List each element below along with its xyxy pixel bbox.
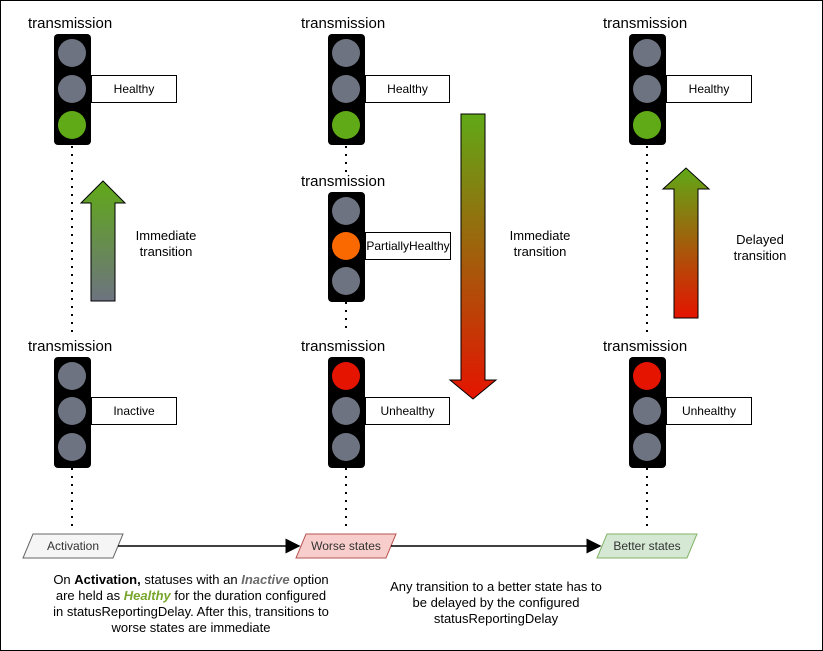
note-activation-line3: in statusReportingDelay. After this, tra… <box>53 604 329 619</box>
light-bottom <box>633 111 661 139</box>
status-text-col2-healthy: Healthy <box>387 82 428 96</box>
note-emph-healthy: Healthy <box>123 588 171 603</box>
status-box-col2-partially-healthy <box>365 232 451 260</box>
note-text: are held as <box>55 588 124 603</box>
note-emph-activation: Activation, <box>74 572 141 587</box>
flow-activation <box>22 533 124 559</box>
status-box-col2-healthy <box>365 75 450 103</box>
note-activation-line1: On Activation, statuses with an Inactive… <box>26 572 356 588</box>
traffic-light-col1-inactive <box>54 357 91 468</box>
light-bottom <box>58 111 86 139</box>
light-top <box>332 39 360 67</box>
arrow-label-col3: Delayed transition <box>720 232 800 264</box>
title-col3-unhealthy: transmission <box>603 338 688 355</box>
status-box-col1-healthy <box>91 75 177 103</box>
light-middle <box>332 75 360 103</box>
arrow-label-col2-line2: transition <box>513 244 567 259</box>
note-text: for the duration configured <box>170 588 327 603</box>
light-top <box>58 362 86 390</box>
note-text: option <box>289 572 329 587</box>
light-top <box>332 197 360 225</box>
note-better-line2: be delayed by the configured <box>412 595 580 610</box>
note-text: On <box>53 572 75 587</box>
arrow-label-col1-line1: Immediate <box>135 228 197 243</box>
note-better-line3: statusReportingDelay <box>433 611 559 626</box>
traffic-light-col2-healthy <box>328 34 365 145</box>
status-boxes <box>91 75 752 425</box>
light-bottom <box>332 267 360 295</box>
flow-label-better: Better states <box>613 539 681 553</box>
title-col2-healthy: transmission <box>301 15 386 32</box>
arrow-label-col1: Immediate transition <box>126 228 206 260</box>
title-col1-healthy: transmission <box>28 15 113 32</box>
arrow-label-col2-line1: Immediate <box>509 228 571 243</box>
note-activation-line4: worse states are immediate <box>111 620 271 635</box>
light-middle <box>633 75 661 103</box>
arrow-label-col3-line1: Delayed <box>736 232 784 247</box>
light-middle <box>332 232 360 260</box>
light-top <box>58 39 86 67</box>
title-col3-healthy: transmission <box>603 15 688 32</box>
traffic-light-col1-healthy <box>54 34 91 145</box>
status-text-col3-unhealthy: Unhealthy <box>681 404 737 418</box>
light-top <box>633 362 661 390</box>
arrow-label-col2: Immediate transition <box>500 228 580 260</box>
status-box-col1-inactive <box>91 397 177 425</box>
traffic-light-col2-unhealthy <box>328 357 365 468</box>
status-text-col3-healthy: Healthy <box>688 82 730 96</box>
note-text: statuses with an <box>140 572 242 587</box>
status-text-col2-unhealthy: Unhealthy <box>380 404 435 418</box>
note-activation: On Activation, statuses with an Inactive… <box>26 572 356 636</box>
flow-label-worse: Worse states <box>311 539 381 553</box>
status-box-col3-healthy <box>666 75 752 103</box>
arrow-label-col1-line2: transition <box>139 244 193 259</box>
light-middle <box>58 397 86 425</box>
arrow-label-col3-line2: transition <box>733 248 787 263</box>
dotted-connectors <box>71 146 648 532</box>
light-bottom <box>332 433 360 461</box>
title-col2-partially: transmission <box>301 173 386 190</box>
note-activation-line2: are held as Healthy for the duration con… <box>26 588 356 604</box>
light-middle <box>633 397 661 425</box>
flow-label-activation: Activation <box>46 539 100 553</box>
arrow-up-delayed <box>661 167 711 319</box>
light-top <box>332 362 360 390</box>
light-middle <box>58 75 86 103</box>
traffic-light-col2-partially-healthy <box>328 192 365 302</box>
light-bottom <box>633 433 661 461</box>
traffic-light-col3-unhealthy <box>629 357 666 468</box>
status-text-col1-healthy: Healthy <box>113 82 155 96</box>
status-box-col2-unhealthy <box>365 397 450 425</box>
note-emph-inactive: Inactive <box>241 572 290 587</box>
traffic-light-col3-healthy <box>629 34 666 145</box>
light-bottom <box>332 111 360 139</box>
status-text-col1-inactive: Inactive <box>113 404 155 418</box>
note-better-line1: Any transition to a better state has to <box>390 579 602 594</box>
light-bottom <box>58 433 86 461</box>
title-col1-inactive: transmission <box>28 338 113 355</box>
arrow-down-immediate <box>448 113 498 400</box>
light-middle <box>332 397 360 425</box>
status-text-col2-partially: PartiallyHealthy <box>366 239 450 253</box>
light-top <box>633 39 661 67</box>
note-better: Any transition to a better state has to … <box>366 579 626 627</box>
arrow-up-immediate <box>79 180 127 302</box>
title-col2-unhealthy: transmission <box>301 338 386 355</box>
status-box-col3-unhealthy <box>666 397 752 425</box>
